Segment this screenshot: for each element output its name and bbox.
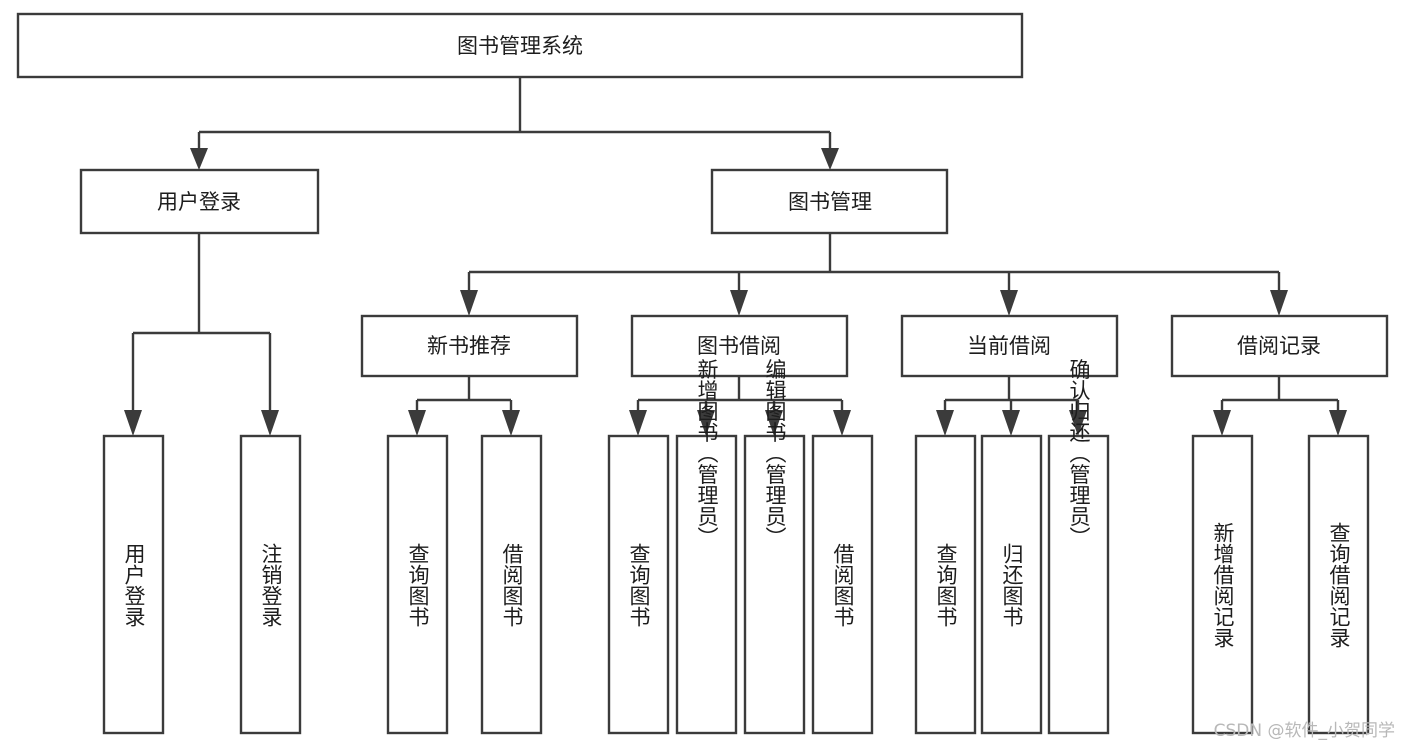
leaf-user-login[interactable]: 用户登录: [102, 434, 165, 735]
arrow-head-new-book-recommend: [460, 290, 478, 316]
leaf-edit-book-box[interactable]: [743, 434, 806, 735]
node-borrow-record-label: 借阅记录: [1237, 334, 1321, 358]
leaf-borrow-book-2-box[interactable]: [811, 434, 874, 735]
node-user-login-label: 用户登录: [157, 190, 241, 214]
node-user-login-box[interactable]: [79, 168, 320, 235]
arrow-head-leaf-borrow-book-2: [833, 410, 851, 436]
node-book-borrow[interactable]: 图书借阅: [630, 314, 849, 378]
leaf-user-login-label: 用户登录: [122, 543, 146, 627]
node-root[interactable]: 图书管理系统: [16, 12, 1024, 79]
leaf-query-book-1-label: 查询图书: [406, 543, 430, 627]
leaf-return-book[interactable]: 归还图书: [980, 434, 1043, 735]
node-book-management-label: 图书管理: [788, 190, 872, 214]
leaf-edit-book[interactable]: 编辑图书（管理员）: [743, 359, 806, 735]
arrow-head-leaf-return-book: [1002, 410, 1020, 436]
leaf-add-book[interactable]: 新增图书（管理员）: [675, 359, 738, 735]
node-current-borrow-box[interactable]: [900, 314, 1119, 378]
leaf-borrow-book-1-label: 借阅图书: [500, 543, 524, 627]
arrow-head-book-management: [821, 148, 839, 170]
arrow-head-leaf-add-book: [697, 410, 715, 436]
leaf-borrow-book-2[interactable]: 借阅图书: [811, 434, 874, 735]
node-book-management-box[interactable]: [710, 168, 949, 235]
leaf-query-record[interactable]: 查询借阅记录: [1307, 434, 1370, 735]
leaf-query-book-1-box[interactable]: [386, 434, 449, 735]
node-root-box[interactable]: [16, 12, 1024, 79]
arrow-head-leaf-query-book-2: [629, 410, 647, 436]
leaf-query-book-2-label: 查询图书: [627, 543, 651, 627]
node-user-login[interactable]: 用户登录: [79, 168, 320, 235]
arrow-head-leaf-query-book-1: [408, 410, 426, 436]
leaf-query-book-3-box[interactable]: [914, 434, 977, 735]
leaf-add-book-box[interactable]: [675, 434, 738, 735]
arrow-head-leaf-logout: [261, 410, 279, 436]
leaf-add-record-label: 新增借阅记录: [1211, 522, 1235, 648]
leaf-logout-label: 注销登录: [259, 543, 283, 627]
leaf-confirm-return-label: 确认归还（管理员）: [1067, 359, 1091, 548]
arrow-head-leaf-user-login: [124, 410, 142, 436]
leaf-query-record-label: 查询借阅记录: [1327, 522, 1351, 648]
leaf-user-login-box[interactable]: [102, 434, 165, 735]
leaf-confirm-return-box[interactable]: [1047, 434, 1110, 735]
arrow-head-leaf-borrow-book-1: [502, 410, 520, 436]
leaf-confirm-return[interactable]: 确认归还（管理员）: [1047, 359, 1110, 735]
leaf-return-book-label: 归还图书: [1000, 543, 1024, 627]
leaf-query-book-2[interactable]: 查询图书: [607, 434, 670, 735]
leaf-add-record-box[interactable]: [1191, 434, 1254, 735]
node-current-borrow[interactable]: 当前借阅: [900, 314, 1119, 378]
node-new-book-recommend-label: 新书推荐: [427, 334, 511, 358]
leaf-query-book-1[interactable]: 查询图书: [386, 434, 449, 735]
node-new-book-recommend-box[interactable]: [360, 314, 579, 378]
node-book-borrow-box[interactable]: [630, 314, 849, 378]
arrow-head-leaf-confirm-return: [1069, 410, 1087, 436]
arrow-head-leaf-query-record: [1329, 410, 1347, 436]
node-new-book-recommend[interactable]: 新书推荐: [360, 314, 579, 378]
arrow-head-borrow-record: [1270, 290, 1288, 316]
leaf-edit-book-label: 编辑图书（管理员）: [763, 359, 787, 548]
node-current-borrow-label: 当前借阅: [967, 334, 1051, 358]
node-borrow-record[interactable]: 借阅记录: [1170, 314, 1389, 378]
watermark-text: CSDN @软件_小贺同学: [1213, 721, 1395, 741]
arrow-head-leaf-add-record: [1213, 410, 1231, 436]
leaf-borrow-book-1-box[interactable]: [480, 434, 543, 735]
leaf-logout[interactable]: 注销登录: [239, 434, 302, 735]
arrow-head-leaf-query-book-3: [936, 410, 954, 436]
node-book-management[interactable]: 图书管理: [710, 168, 949, 235]
leaf-query-book-2-box[interactable]: [607, 434, 670, 735]
node-borrow-record-box[interactable]: [1170, 314, 1389, 378]
leaf-borrow-book-2-label: 借阅图书: [831, 543, 855, 627]
arrow-head-book-borrow: [730, 290, 748, 316]
leaf-add-book-label: 新增图书（管理员）: [695, 359, 719, 548]
leaf-return-book-box[interactable]: [980, 434, 1043, 735]
arrow-head-leaf-edit-book: [765, 410, 783, 436]
connector-group: [124, 77, 1347, 436]
leaf-borrow-book-1[interactable]: 借阅图书: [480, 434, 543, 735]
leaf-query-book-3-label: 查询图书: [934, 543, 958, 627]
arrow-head-current-borrow: [1000, 290, 1018, 316]
leaf-logout-box[interactable]: [239, 434, 302, 735]
leaf-add-record[interactable]: 新增借阅记录: [1191, 434, 1254, 735]
node-book-borrow-label: 图书借阅: [697, 334, 781, 358]
node-root-label: 图书管理系统: [457, 34, 583, 58]
leaf-query-book-3[interactable]: 查询图书: [914, 434, 977, 735]
arrow-head-user-login: [190, 148, 208, 170]
leaf-query-record-box[interactable]: [1307, 434, 1370, 735]
